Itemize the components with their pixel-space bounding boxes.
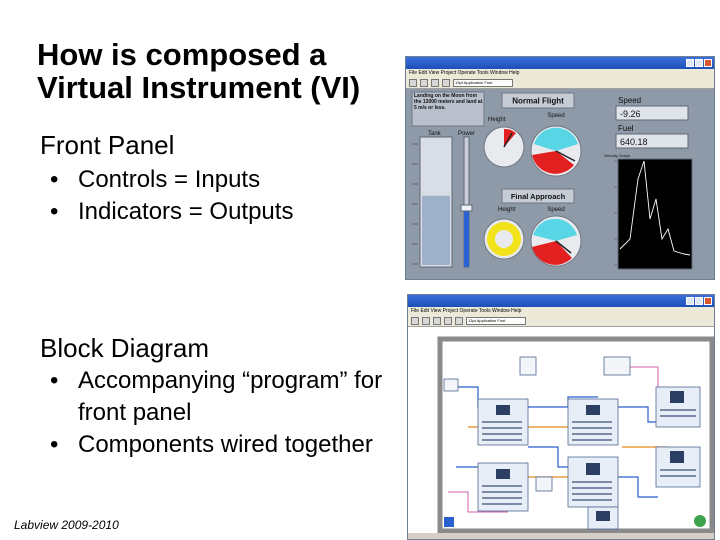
instructions-box — [411, 91, 485, 127]
tank-scale — [412, 143, 418, 265]
abort-icon[interactable] — [431, 78, 439, 87]
block-diagram-canvas — [408, 327, 714, 534]
speed-label-bottom: Speed — [547, 207, 564, 213]
final-approach-label: Final Approach — [511, 192, 566, 201]
block-diagram-window: File Edit View Project Operate Tools Win… — [407, 294, 715, 540]
velocity-graph-axis — [614, 160, 617, 266]
minimize-icon[interactable] — [686, 59, 694, 67]
instructions-text: Landing on the Moon from the 13000 meter… — [414, 93, 483, 111]
normal-flight-label: Normal Flight — [512, 97, 564, 106]
final-approach-banner — [501, 188, 575, 204]
height-label-bottom: Height — [498, 207, 516, 213]
block-diagram-titlebar[interactable] — [408, 295, 714, 307]
height-needle-top — [503, 132, 513, 148]
speed-needle-top — [555, 150, 576, 162]
run-icon[interactable] — [409, 78, 417, 87]
slide-title: How is composed a Virtual Instrument (VI… — [37, 37, 361, 105]
run-icon[interactable] — [411, 316, 419, 325]
block-glyphs — [496, 391, 684, 521]
front-panel-window: File Edit View Project Operate Tools Win… — [405, 56, 715, 280]
font-selector[interactable]: 13pt Application Font — [466, 316, 526, 325]
front-panel-graphic: Landing on the Moon from the 13000 meter… — [411, 91, 693, 270]
front-panel-menubar[interactable]: File Edit View Project Operate Tools Win… — [406, 69, 714, 77]
step-icon[interactable] — [455, 316, 463, 325]
slide-footer: Labview 2009-2010 — [14, 518, 119, 532]
block-diagram-heading: Block Diagram — [40, 333, 210, 363]
velocity-graph-trace — [619, 160, 691, 256]
front-panel-titlebar[interactable] — [406, 57, 714, 69]
bullet-program: Accompanying “program” for front panel — [40, 365, 400, 429]
fuel-indicator-box — [615, 133, 689, 149]
bullet-indicators: Indicators = Outputs — [40, 196, 380, 228]
abort-icon[interactable] — [433, 316, 441, 325]
front-panel-heading: Front Panel — [40, 130, 175, 160]
tank-fill — [422, 195, 450, 265]
fuel-value: 640.18 — [620, 137, 648, 147]
speed-gauge-red-zone — [532, 151, 574, 174]
maximize-icon[interactable] — [695, 59, 703, 67]
velocity-graph-label: Velocity Graph — [604, 153, 630, 158]
block-diagram-bullets: Accompanying “program” for front panel C… — [40, 365, 400, 461]
speed-indicator-label: Speed — [618, 96, 641, 105]
window-controls — [686, 59, 714, 67]
speed-label-top: Speed — [547, 113, 564, 119]
speed-gauge-bottom-cyan — [533, 218, 577, 241]
minimize-icon[interactable] — [686, 297, 694, 305]
block-diagram-menubar[interactable]: File Edit View Project Operate Tools Win… — [408, 307, 714, 315]
font-selector[interactable]: 13pt Application Font — [453, 78, 513, 87]
power-label: Power — [458, 131, 475, 137]
speed-gauge-cyan-zone — [534, 127, 578, 151]
speed-needle-bottom — [555, 240, 572, 254]
height-label-top: Height — [488, 117, 506, 123]
height-gauge-yellow-ring — [487, 222, 521, 256]
front-panel-bullets: Controls = Inputs Indicators = Outputs — [40, 164, 380, 228]
block-text-lines — [482, 409, 696, 505]
close-icon[interactable] — [704, 59, 712, 67]
power-slider-fill — [464, 208, 469, 267]
highlight-icon[interactable] — [444, 316, 452, 325]
block-diagram-graphic — [437, 336, 714, 534]
while-loop-frame — [437, 336, 714, 534]
normal-flight-banner — [501, 92, 575, 109]
front-panel-canvas: Landing on the Moon from the 13000 meter… — [406, 89, 714, 279]
block-diagram-toolbar: 13pt Application Font — [408, 315, 714, 327]
run-continuously-icon[interactable] — [420, 78, 428, 87]
bullet-wired: Components wired together — [40, 429, 400, 461]
maximize-icon[interactable] — [695, 297, 703, 305]
window-controls — [686, 297, 714, 305]
speed-value: -9.26 — [620, 109, 641, 119]
speed-indicator-box — [615, 105, 689, 121]
velocity-graph-plot — [617, 158, 693, 270]
run-continuously-icon[interactable] — [422, 316, 430, 325]
tank-label: Tank — [428, 131, 442, 137]
bullet-controls: Controls = Inputs — [40, 164, 380, 196]
fuel-indicator-label: Fuel — [618, 124, 634, 133]
pause-icon[interactable] — [442, 78, 450, 87]
stop-terminal — [694, 515, 706, 527]
iteration-terminal — [444, 517, 454, 527]
speed-gauge-bottom-red — [532, 241, 572, 265]
front-panel-toolbar: 13pt Application Font — [406, 77, 714, 89]
power-slider-thumb[interactable] — [460, 204, 473, 212]
close-icon[interactable] — [704, 297, 712, 305]
